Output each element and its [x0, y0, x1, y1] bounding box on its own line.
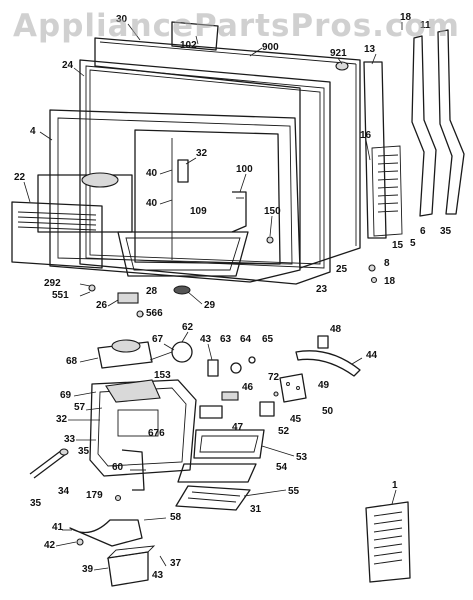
- leader-lines: [23, 22, 403, 571]
- callout-34: 34: [58, 486, 70, 497]
- callout-40-a: 40: [146, 168, 158, 179]
- callout-60: 60: [112, 462, 124, 473]
- door-cap-button: [335, 61, 349, 71]
- callout-32-lower: 32: [56, 414, 68, 425]
- callout-676: 676: [148, 428, 165, 439]
- callout-48: 48: [330, 324, 342, 335]
- water-valve-assembly: [149, 341, 193, 363]
- callout-55: 55: [288, 486, 300, 497]
- callout-551: 551: [52, 290, 69, 301]
- callout-153: 153: [154, 370, 171, 381]
- callout-6: 6: [420, 226, 426, 237]
- door-handle-right: [437, 29, 465, 215]
- wiring-harness: [69, 494, 143, 547]
- callout-52: 52: [278, 426, 290, 437]
- callout-18-lower: 18: [384, 276, 396, 287]
- door-top-hinge-cap: [171, 21, 219, 51]
- callout-33: 33: [64, 434, 76, 445]
- callout-29: 29: [204, 300, 216, 311]
- callout-43-upper: 43: [200, 334, 212, 345]
- dispenser-lever: [121, 449, 146, 491]
- callout-49: 49: [318, 380, 330, 391]
- water-tube-assembly: [295, 335, 361, 377]
- callout-1: 1: [392, 480, 398, 491]
- door-handle-left: [411, 35, 437, 217]
- callout-18-top: 18: [400, 12, 412, 23]
- callout-39: 39: [82, 564, 94, 575]
- door-gasket: [79, 59, 331, 285]
- dispenser-switches: [207, 356, 256, 377]
- callout-35-upper: 35: [440, 226, 452, 237]
- callout-50: 50: [322, 406, 334, 417]
- callout-22: 22: [14, 172, 26, 183]
- dispenser-cover-grille: [11, 201, 103, 269]
- callout-58: 58: [170, 512, 182, 523]
- callout-566: 566: [146, 308, 163, 319]
- callout-35-mid: 35: [78, 446, 90, 457]
- callout-62: 62: [182, 322, 194, 333]
- callout-64: 64: [240, 334, 252, 345]
- callout-4: 4: [30, 126, 36, 137]
- callout-31: 31: [250, 504, 262, 515]
- callout-69: 69: [60, 390, 72, 401]
- callout-292: 292: [44, 278, 61, 289]
- shelf-support-bracket: [231, 191, 247, 233]
- callout-8: 8: [384, 258, 390, 269]
- callout-57: 57: [74, 402, 86, 413]
- callout-100: 100: [236, 164, 253, 175]
- heater-cartridge: [29, 448, 69, 479]
- callout-54: 54: [276, 462, 288, 473]
- installation-instructions: [365, 501, 411, 583]
- callout-25: 25: [336, 264, 348, 275]
- callout-921: 921: [330, 48, 347, 59]
- callout-37: 37: [170, 558, 182, 569]
- small-hardware-upper: [88, 236, 378, 318]
- callout-900: 900: [262, 42, 279, 53]
- dispenser-frame: [193, 429, 265, 459]
- callout-45: 45: [290, 414, 302, 425]
- dispenser-module: [279, 373, 307, 403]
- callout-47: 47: [232, 422, 244, 433]
- door-shelf-bin: [117, 231, 249, 277]
- callout-24: 24: [62, 60, 74, 71]
- callout-42: 42: [44, 540, 56, 551]
- callout-28: 28: [146, 286, 158, 297]
- callout-179: 179: [86, 490, 103, 501]
- callout-44: 44: [366, 350, 378, 361]
- callout-150: 150: [264, 206, 281, 217]
- transformer-box: [106, 545, 156, 587]
- callout-30: 30: [116, 14, 128, 25]
- liner-hinge-plate: [177, 159, 189, 183]
- callout-109: 109: [190, 206, 207, 217]
- actuator-and-light: [199, 391, 279, 419]
- callout-35-lower: 35: [30, 498, 42, 509]
- callout-32-upper: 32: [196, 148, 208, 159]
- dispenser-motor: [97, 339, 153, 369]
- callout-13: 13: [364, 44, 376, 55]
- callout-23: 23: [316, 284, 328, 295]
- dispenser-housing: [89, 379, 197, 477]
- callout-41: 41: [52, 522, 64, 533]
- callout-11: 11: [420, 20, 431, 31]
- callout-43-lower: 43: [152, 570, 164, 581]
- drip-tray: [175, 463, 257, 511]
- callout-53: 53: [296, 452, 308, 463]
- door-liner: [49, 109, 301, 283]
- callout-46: 46: [242, 382, 254, 393]
- callout-67: 67: [152, 334, 164, 345]
- callout-65: 65: [262, 334, 274, 345]
- callout-labels: 30 102 900 921 13 18 11 24 4 32 40 40 10…: [14, 12, 452, 581]
- callout-5: 5: [410, 238, 416, 249]
- door-handle-bracket: [363, 61, 403, 239]
- callout-72: 72: [268, 372, 280, 383]
- callout-26: 26: [96, 300, 108, 311]
- callout-63: 63: [220, 334, 232, 345]
- callout-40-b: 40: [146, 198, 158, 209]
- callout-16: 16: [360, 130, 372, 141]
- callout-15: 15: [392, 240, 404, 251]
- callout-68: 68: [66, 356, 78, 367]
- callout-102: 102: [180, 40, 197, 51]
